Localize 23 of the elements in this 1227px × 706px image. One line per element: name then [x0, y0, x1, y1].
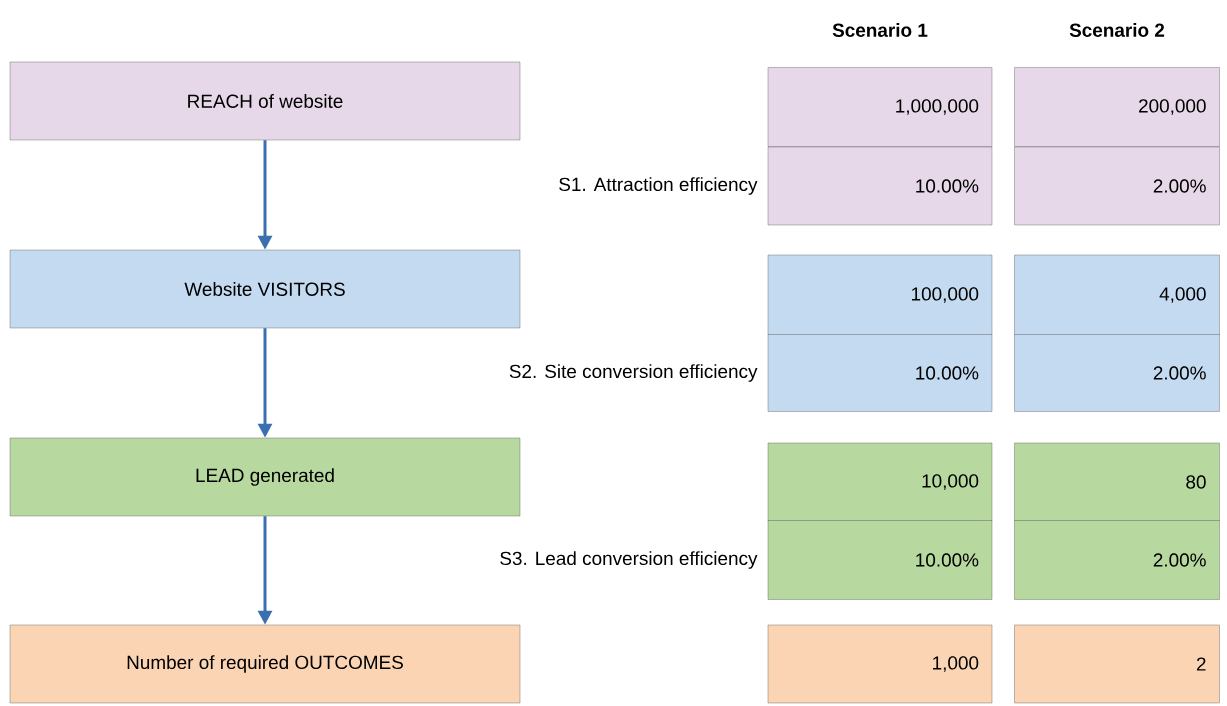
row-label: S3. Lead conversion efficiency	[500, 551, 758, 569]
table-cell: 1,000	[767, 624, 993, 704]
table-cell: 1,000,000	[767, 67, 993, 147]
table-cell: 10.00%	[767, 334, 993, 412]
process-box: REACH of website	[9, 61, 521, 141]
table-cell: 2.00%	[1014, 334, 1220, 412]
process-box: Website VISITORS	[9, 249, 521, 329]
table-cell: 10.00%	[767, 520, 993, 600]
table-cell: 2.00%	[1014, 520, 1220, 600]
table-cell: 10.00%	[767, 146, 993, 226]
table-cell: 100,000	[767, 254, 993, 336]
table-cell: 4,000	[1014, 254, 1220, 336]
table-cell: 10,000	[767, 442, 993, 522]
table-cell: 200,000	[1014, 67, 1220, 147]
column-header: Scenario 1	[832, 23, 928, 37]
column-header: Scenario 2	[1069, 23, 1165, 37]
process-box: LEAD generated	[9, 437, 521, 517]
process-box: Number of required OUTCOMES	[9, 624, 521, 704]
row-label: S1. Attraction efficiency	[559, 177, 758, 195]
table-cell: 80	[1014, 442, 1220, 522]
row-label: S2. Site conversion efficiency	[509, 364, 758, 382]
table-cell: 2.00%	[1014, 146, 1220, 226]
table-cell: 2	[1014, 624, 1220, 704]
